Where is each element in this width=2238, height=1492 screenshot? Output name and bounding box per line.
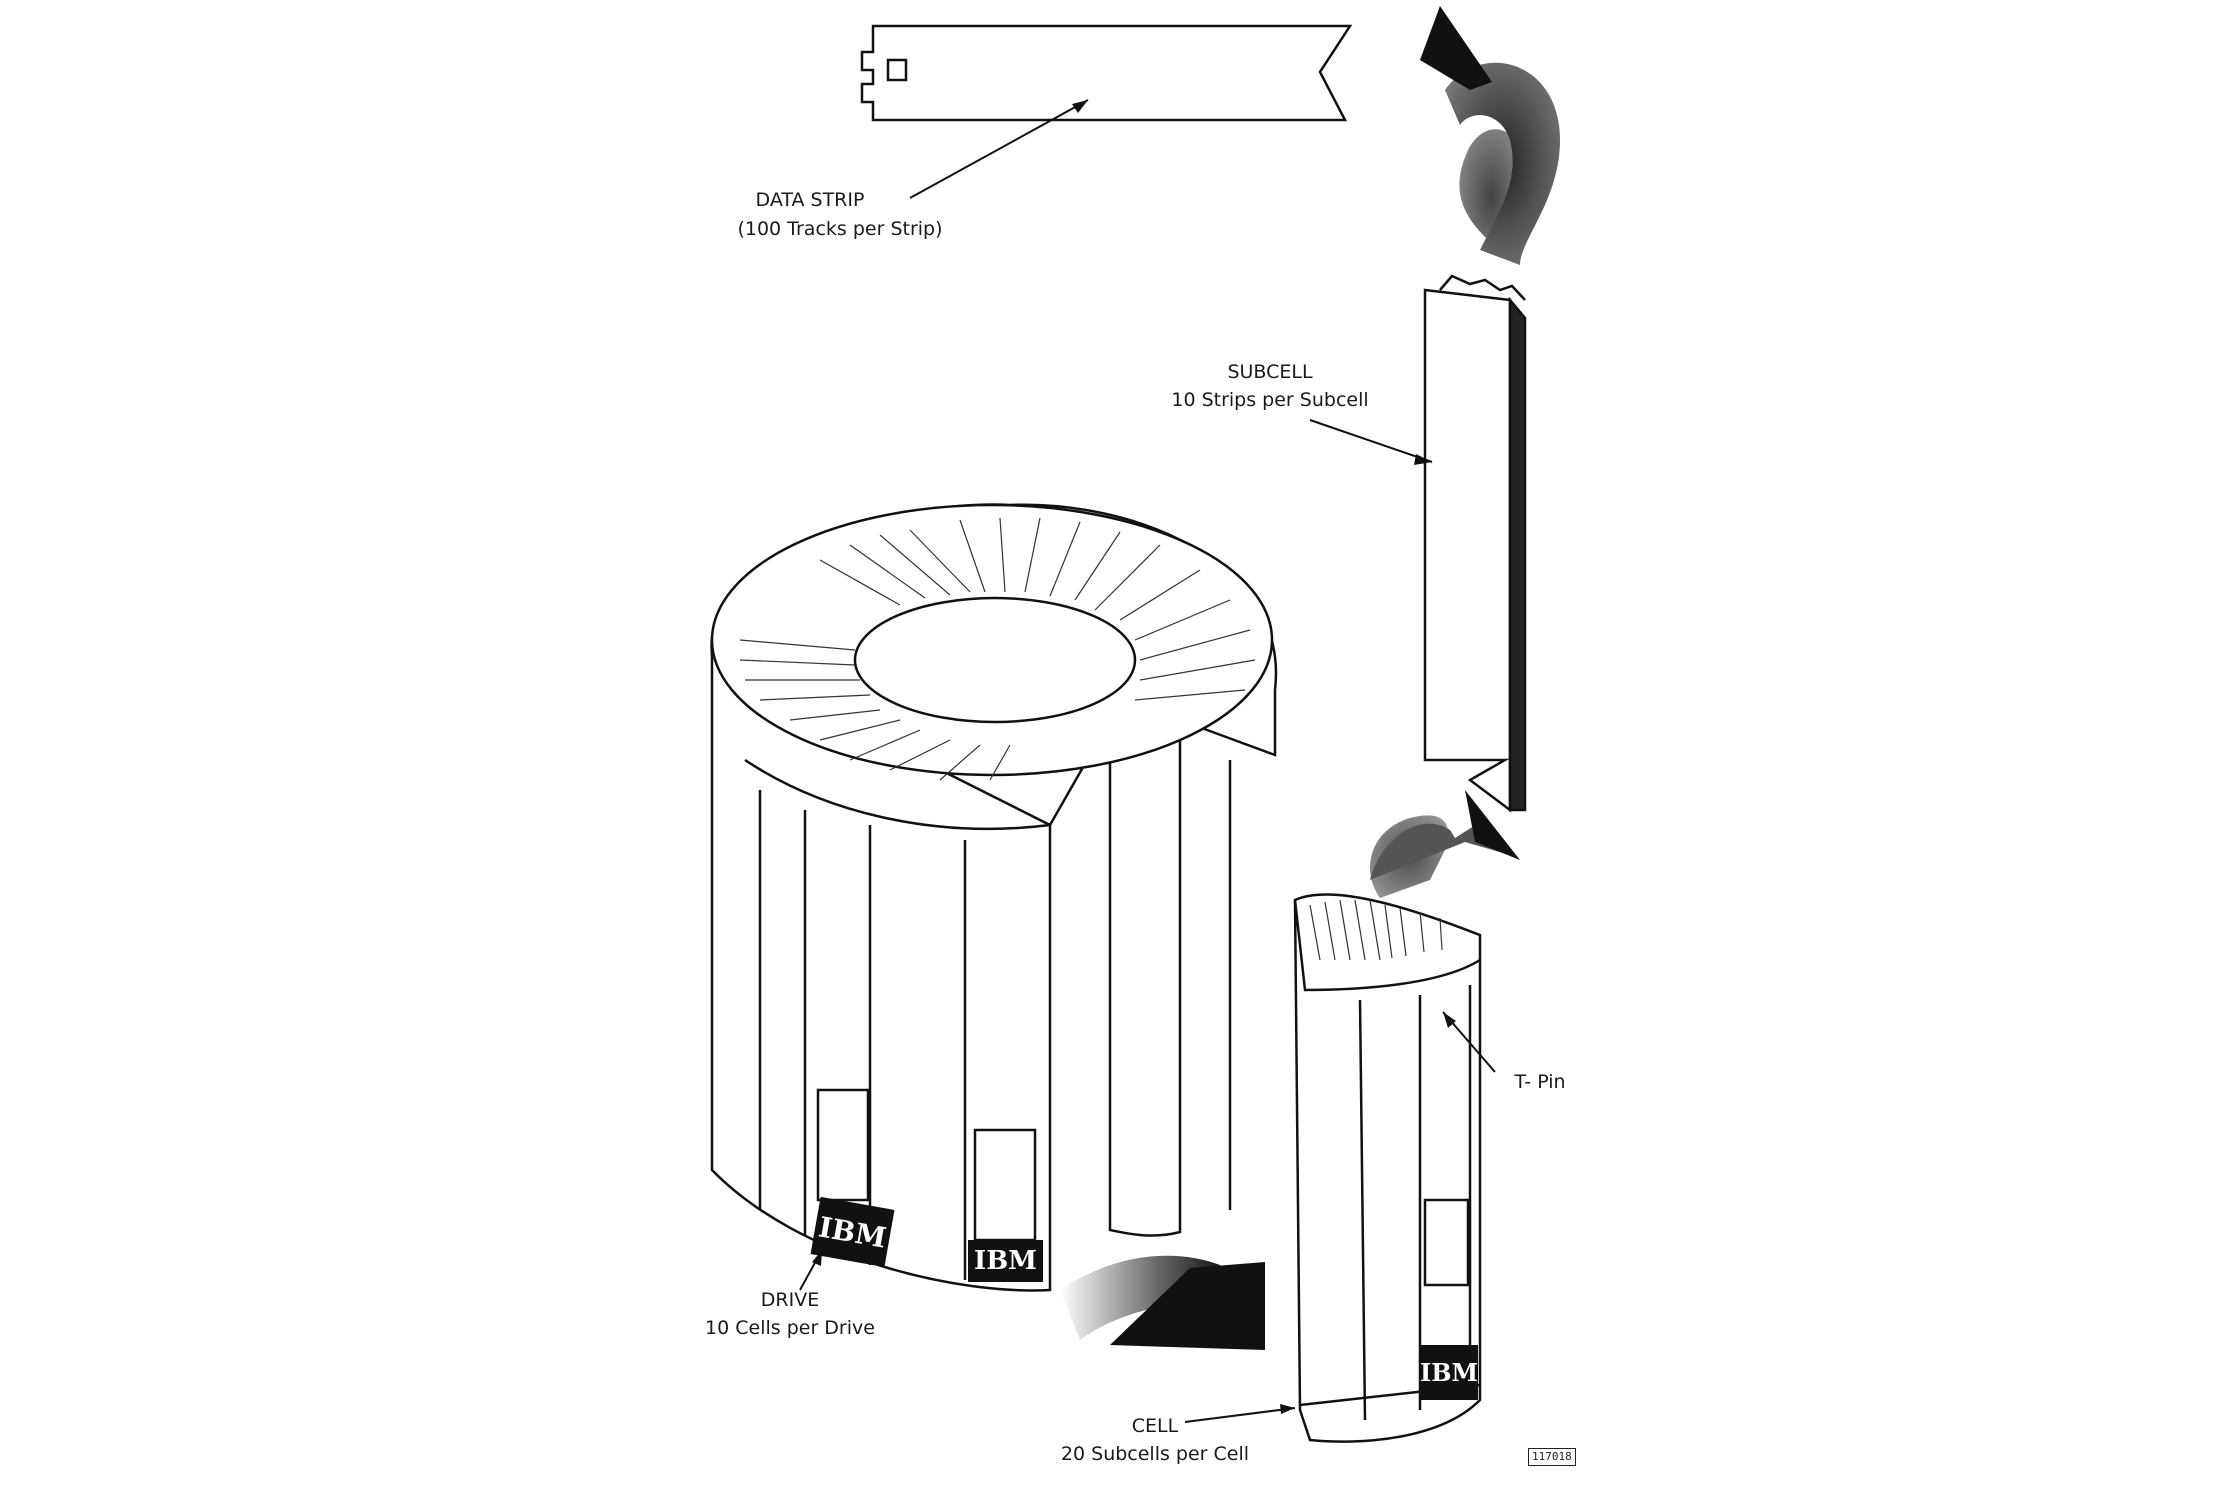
cell-leader — [1184, 1407, 1296, 1423]
ibm-logo: IBM — [968, 1240, 1043, 1282]
data-strip-label: DATA STRIP — [720, 186, 900, 214]
data-strip-subtitle: (100 Tracks per Strip) — [737, 218, 943, 240]
drive-subtitle: 10 Cells per Drive — [705, 1317, 875, 1339]
subcell-label: SUBCELL 10 Strips per Subcell — [1150, 358, 1390, 414]
data-strip-illustration — [860, 24, 1353, 122]
subcell-subtitle: 10 Strips per Subcell — [1171, 389, 1369, 411]
drive-title: DRIVE — [760, 1289, 820, 1311]
cell-illustration — [1293, 893, 1482, 1443]
subcell-leader — [1309, 419, 1433, 463]
cell-title: CELL — [1131, 1415, 1179, 1437]
t-pin-label: T- Pin — [1495, 1068, 1585, 1096]
figure-number: 117018 — [1528, 1448, 1576, 1466]
cell-label: CELL 20 Subcells per Cell — [1040, 1412, 1270, 1468]
up-arrow — [1370, 790, 1520, 898]
data-strip-leader — [909, 99, 1089, 199]
data-strip-sublabel: (100 Tracks per Strip) — [720, 215, 960, 243]
subcell-title: SUBCELL — [1227, 361, 1313, 383]
drive-illustration — [710, 503, 1278, 1292]
ibm-logo: IBM — [1420, 1345, 1478, 1400]
t-pin-title: T- Pin — [1514, 1071, 1566, 1093]
transfer-arrow — [1060, 1255, 1265, 1350]
cell-subtitle: 20 Subcells per Cell — [1060, 1443, 1250, 1465]
return-arrow — [1420, 6, 1560, 265]
data-strip-title: DATA STRIP — [755, 189, 865, 211]
drive-label: DRIVE 10 Cells per Drive — [680, 1286, 900, 1342]
subcell-illustration — [1423, 274, 1527, 813]
